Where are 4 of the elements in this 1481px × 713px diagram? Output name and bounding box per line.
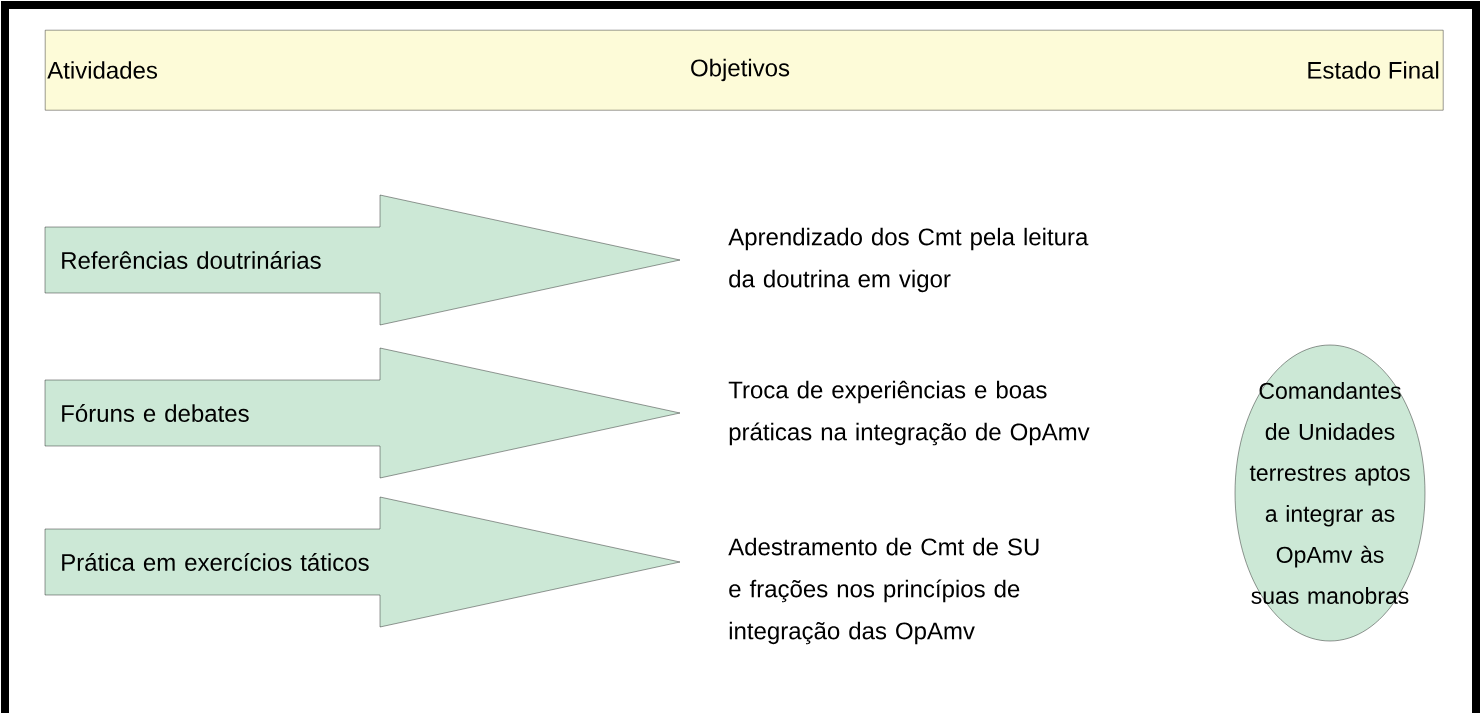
objective-text: Aprendizado dos Cmt pela leitura da doutrina em vigor <box>728 227 1089 293</box>
header-band: Atividades Objetivos Estado Final <box>45 30 1444 111</box>
objective-text: Adestramento de Cmt de SU e frações nos princípios de integração das OpAmv <box>728 537 1039 645</box>
objective-text: Troca de experiências e boas práticas na integração de OpAmv <box>728 380 1090 446</box>
